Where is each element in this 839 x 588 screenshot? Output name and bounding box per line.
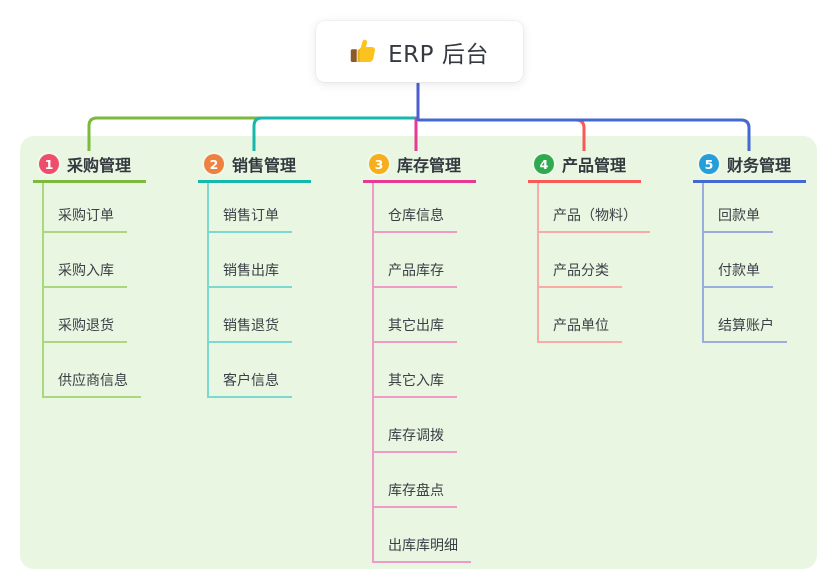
child-item[interactable]: 付款单 — [702, 233, 806, 288]
root-node-erp[interactable]: ERP 后台 — [316, 21, 523, 82]
child-item-label: 销售订单 — [207, 205, 292, 233]
root-node-title: ERP 后台 — [388, 41, 489, 68]
child-item[interactable]: 供应商信息 — [42, 343, 146, 398]
child-item-label: 库存盘点 — [372, 480, 457, 508]
branch-number-badge: 4 — [534, 154, 554, 174]
branch-number-badge: 2 — [204, 154, 224, 174]
branch-title-row[interactable]: 3 库存管理 — [363, 151, 476, 183]
child-item-label: 产品（物料） — [537, 205, 650, 233]
child-item-label: 销售出库 — [207, 260, 292, 288]
branch-number-badge: 5 — [699, 154, 719, 174]
child-item-label: 回款单 — [702, 205, 773, 233]
branch-number-badge: 1 — [39, 154, 59, 174]
branch-title: 销售管理 — [232, 156, 297, 175]
branch: 3 库存管理 仓库信息 产品库存 其它出库 其它入库 库存调拨 库存盘点 出库库… — [363, 151, 476, 563]
branch: 5 财务管理 回款单 付款单 结算账户 — [693, 151, 806, 343]
branch: 4 产品管理 产品（物料） 产品分类 产品单位 — [528, 151, 650, 343]
child-item-label: 其它入库 — [372, 370, 457, 398]
child-item-label: 付款单 — [702, 260, 773, 288]
child-item-label: 销售退货 — [207, 315, 292, 343]
child-item-label: 产品分类 — [537, 260, 622, 288]
child-item[interactable]: 产品单位 — [537, 288, 641, 343]
child-item[interactable]: 回款单 — [702, 183, 806, 233]
branch-children: 产品（物料） 产品分类 产品单位 — [537, 183, 650, 343]
mindmap-background-panel — [20, 136, 817, 569]
child-item-label: 客户信息 — [207, 370, 292, 398]
child-item-label: 采购退货 — [42, 315, 127, 343]
branch: 2 销售管理 销售订单 销售出库 销售退货 客户信息 — [198, 151, 311, 398]
child-item[interactable]: 库存盘点 — [372, 453, 476, 508]
branch: 1 采购管理 采购订单 采购入库 采购退货 供应商信息 — [33, 151, 146, 398]
child-item[interactable]: 采购入库 — [42, 233, 146, 288]
child-item[interactable]: 其它入库 — [372, 343, 476, 398]
child-item[interactable]: 销售订单 — [207, 183, 311, 233]
child-item-label: 供应商信息 — [42, 370, 141, 398]
child-item[interactable]: 客户信息 — [207, 343, 311, 398]
child-item-label: 采购订单 — [42, 205, 127, 233]
child-item[interactable]: 采购退货 — [42, 288, 146, 343]
child-item-label: 产品单位 — [537, 315, 622, 343]
child-item[interactable]: 出库库明细 — [372, 508, 476, 563]
branch-title-row[interactable]: 2 销售管理 — [198, 151, 311, 183]
child-item[interactable]: 产品（物料） — [537, 183, 650, 233]
child-item-label: 产品库存 — [372, 260, 457, 288]
branch-title-row[interactable]: 4 产品管理 — [528, 151, 641, 183]
child-item-label: 其它出库 — [372, 315, 457, 343]
branch-title: 采购管理 — [67, 156, 132, 175]
child-item-label: 出库库明细 — [372, 535, 471, 563]
thumbs-up-icon — [350, 38, 377, 65]
child-item[interactable]: 销售出库 — [207, 233, 311, 288]
child-item[interactable]: 产品分类 — [537, 233, 641, 288]
child-item-label: 采购入库 — [42, 260, 127, 288]
branch-title: 财务管理 — [727, 156, 792, 175]
branch-number-badge: 3 — [369, 154, 389, 174]
child-item-label: 结算账户 — [702, 315, 787, 343]
branch-title: 产品管理 — [562, 156, 627, 175]
branch-title: 库存管理 — [397, 156, 462, 175]
branch-children: 仓库信息 产品库存 其它出库 其它入库 库存调拨 库存盘点 出库库明细 — [372, 183, 476, 563]
child-item-label: 仓库信息 — [372, 205, 457, 233]
branch-children: 采购订单 采购入库 采购退货 供应商信息 — [42, 183, 146, 398]
child-item[interactable]: 其它出库 — [372, 288, 476, 343]
branch-title-row[interactable]: 5 财务管理 — [693, 151, 806, 183]
child-item[interactable]: 结算账户 — [702, 288, 806, 343]
branch-children: 回款单 付款单 结算账户 — [702, 183, 806, 343]
child-item[interactable]: 采购订单 — [42, 183, 146, 233]
child-item[interactable]: 仓库信息 — [372, 183, 476, 233]
child-item-label: 库存调拨 — [372, 425, 457, 453]
child-item[interactable]: 销售退货 — [207, 288, 311, 343]
child-item[interactable]: 库存调拨 — [372, 398, 476, 453]
child-item[interactable]: 产品库存 — [372, 233, 476, 288]
branch-title-row[interactable]: 1 采购管理 — [33, 151, 146, 183]
branch-children: 销售订单 销售出库 销售退货 客户信息 — [207, 183, 311, 398]
